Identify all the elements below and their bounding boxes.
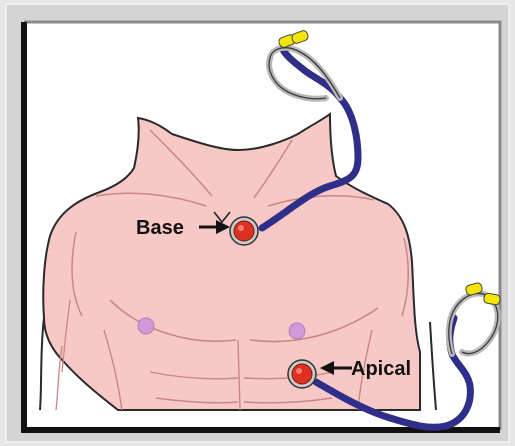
base-chestpiece-face <box>234 221 254 241</box>
apical-chestpiece-face <box>292 364 312 384</box>
left-nipple <box>138 318 154 334</box>
base-chestpiece-highlight <box>238 225 244 231</box>
apical-label: Apical <box>351 358 411 380</box>
apical-chestpiece-icon <box>288 360 316 388</box>
apical-chestpiece-highlight <box>296 368 302 374</box>
right-nipple <box>289 323 305 339</box>
base-chestpiece-icon <box>230 217 258 245</box>
base-label: Base <box>136 217 184 239</box>
